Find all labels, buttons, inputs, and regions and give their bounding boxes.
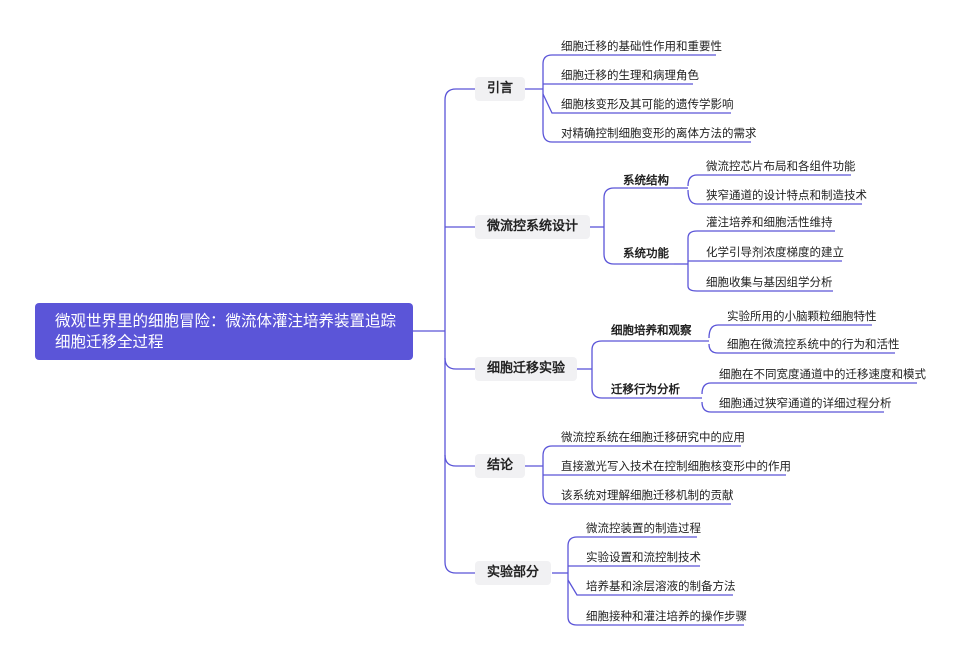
leaf-function-2[interactable]: 化学引导剂浓度梯度的建立 — [706, 245, 844, 259]
subtopic-system-structure[interactable]: 系统结构 — [623, 173, 669, 187]
leaf-conclusion-1[interactable]: 微流控系统在细胞迁移研究中的应用 — [561, 430, 745, 444]
leaf-analysis-1[interactable]: 细胞在不同宽度通道中的迁移速度和模式 — [719, 367, 926, 381]
leaf-intro-4[interactable]: 对精确控制细胞变形的离体方法的需求 — [561, 126, 757, 140]
leaf-methods-2[interactable]: 实验设置和流控制技术 — [586, 550, 701, 564]
topic-design[interactable]: 微流控系统设计 — [475, 215, 591, 239]
leaf-structure-2[interactable]: 狭窄通道的设计特点和制造技术 — [706, 188, 867, 202]
leaf-structure-1[interactable]: 微流控芯片布局和各组件功能 — [706, 159, 856, 173]
leaf-culture-1[interactable]: 实验所用的小脑颗粒细胞特性 — [727, 309, 877, 323]
leaf-analysis-2[interactable]: 细胞通过狭窄通道的详细过程分析 — [719, 396, 892, 410]
root-topic[interactable]: 微观世界里的细胞冒险：微流体灌注培养装置追踪细胞迁移全过程 — [35, 303, 413, 360]
leaf-methods-4[interactable]: 细胞接种和灌注培养的操作步骤 — [586, 609, 747, 623]
leaf-function-3[interactable]: 细胞收集与基因组学分析 — [706, 275, 833, 289]
leaf-methods-3[interactable]: 培养基和涂层溶液的制备方法 — [586, 579, 736, 593]
leaf-intro-1[interactable]: 细胞迁移的基础性作用和重要性 — [561, 39, 722, 53]
topic-intro[interactable]: 引言 — [475, 77, 526, 101]
subtopic-migration-analysis[interactable]: 迁移行为分析 — [611, 382, 680, 396]
subtopic-culture-observation[interactable]: 细胞培养和观察 — [611, 323, 692, 337]
leaf-culture-2[interactable]: 细胞在微流控系统中的行为和活性 — [727, 337, 900, 351]
topic-experiment[interactable]: 细胞迁移实验 — [475, 357, 578, 381]
topic-methods[interactable]: 实验部分 — [475, 561, 552, 585]
leaf-intro-2[interactable]: 细胞迁移的生理和病理角色 — [561, 68, 699, 82]
leaf-function-1[interactable]: 灌注培养和细胞活性维持 — [706, 215, 833, 229]
subtopic-system-function[interactable]: 系统功能 — [623, 246, 669, 260]
leaf-methods-1[interactable]: 微流控装置的制造过程 — [586, 521, 701, 535]
leaf-conclusion-3[interactable]: 该系统对理解细胞迁移机制的贡献 — [561, 488, 734, 502]
topic-conclusion[interactable]: 结论 — [475, 454, 526, 478]
leaf-conclusion-2[interactable]: 直接激光写入技术在控制细胞核变形中的作用 — [561, 459, 791, 473]
leaf-intro-3[interactable]: 细胞核变形及其可能的遗传学影响 — [561, 97, 734, 111]
